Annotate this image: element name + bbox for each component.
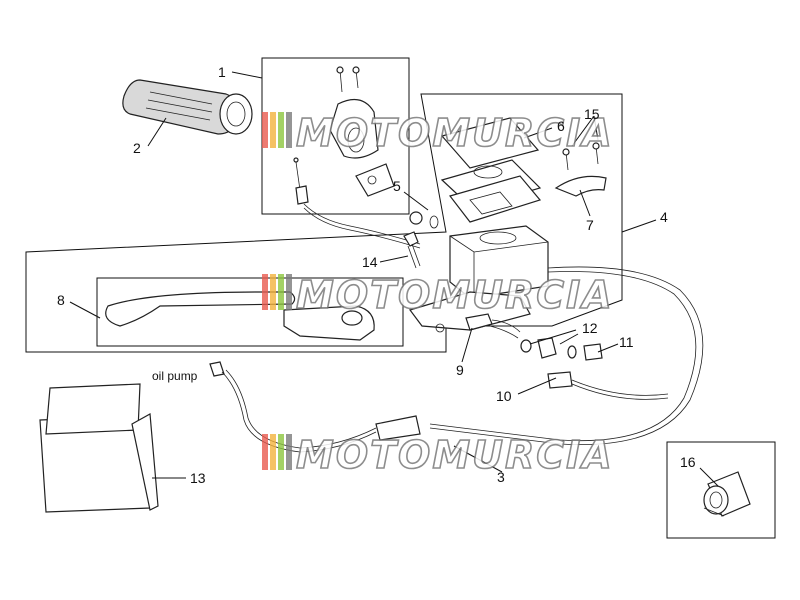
- detail-box: [666, 441, 776, 539]
- callout-12: 12: [582, 320, 598, 336]
- watermark-stripe-4: [286, 112, 292, 148]
- throttle-group-box: [261, 57, 410, 215]
- brake-hose-part: [429, 266, 704, 445]
- watermark-stripe-3: [278, 112, 284, 148]
- callout-7: 7: [586, 217, 594, 233]
- watermark-text: MOTOMURCIA: [296, 111, 614, 155]
- callout-11: 11: [619, 334, 634, 350]
- watermark-bottom: MOTOMURCIA: [262, 432, 614, 478]
- watermark-stripe-1: [262, 434, 268, 470]
- watermark-stripe-2: [270, 274, 276, 310]
- callout-14: 14: [362, 254, 378, 270]
- watermark-text: MOTOMURCIA: [296, 433, 614, 477]
- brake-switch-part: [465, 313, 521, 339]
- lever-group-box: [96, 277, 404, 347]
- callout-13: 13: [190, 470, 206, 486]
- callout-1: 1: [218, 64, 226, 80]
- watermark-text: MOTOMURCIA: [296, 273, 614, 317]
- watermark-stripe-1: [262, 274, 268, 310]
- bolt-part: [403, 231, 421, 269]
- callout-4: 4: [660, 209, 668, 225]
- banjo-fitting-part: [520, 337, 603, 389]
- oil-pump-cable-part: [209, 361, 421, 453]
- callout-16: 16: [680, 454, 696, 470]
- cable-end-detail-part: [703, 471, 751, 517]
- booklet-part: [39, 383, 159, 513]
- watermark-middle: MOTOMURCIA: [262, 272, 614, 318]
- callout-8: 8: [57, 292, 65, 308]
- callout-6: 6: [557, 118, 565, 134]
- nut-part: [409, 211, 439, 229]
- callout-15: 15: [584, 106, 600, 122]
- watermark-stripe-2: [270, 112, 276, 148]
- callout-3: 3: [497, 469, 505, 485]
- callout-5: 5: [393, 178, 401, 194]
- master-cylinder-part: [409, 225, 549, 333]
- oil-pump-label: oil pump: [152, 369, 198, 383]
- throttle-housing-part: [329, 66, 395, 197]
- grip-part: [122, 79, 253, 135]
- reservoir-cap-part: [440, 117, 542, 223]
- brake-lever-part: [105, 291, 375, 341]
- callout-10: 10: [496, 388, 512, 404]
- watermark-stripe-3: [278, 274, 284, 310]
- callout-9: 9: [456, 362, 464, 378]
- watermark-stripe-4: [286, 434, 292, 470]
- watermark-stripe-3: [278, 434, 284, 470]
- callout-numbers: 1 2 3 4 5 6 7 8 9 10 11 12 13 14 15 16 o…: [57, 64, 696, 486]
- watermark-stripe-2: [270, 434, 276, 470]
- throttle-cable-part: [293, 157, 421, 249]
- watermark-stripe-1: [262, 112, 268, 148]
- master-cylinder-group-box: [25, 93, 623, 353]
- watermark-stripe-4: [286, 274, 292, 310]
- clamp-screws-part: [554, 142, 607, 197]
- callout-2: 2: [133, 140, 141, 156]
- watermark-top: MOTOMURCIA: [262, 110, 614, 156]
- leader-lines: [69, 71, 719, 487]
